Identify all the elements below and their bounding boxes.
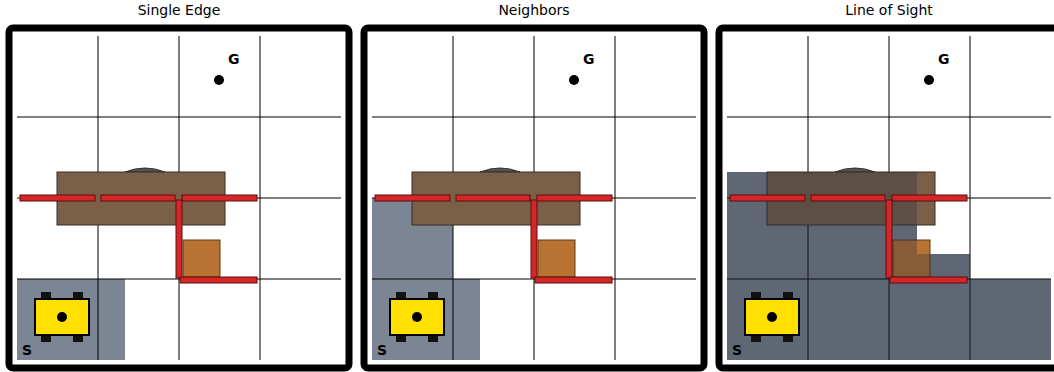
panel-line-of-sight [719, 28, 1054, 368]
position-marker: S [732, 343, 742, 357]
position-marker: G [938, 52, 950, 66]
position-marker: S [22, 343, 32, 357]
panel-single-edge [9, 28, 349, 368]
panel-neighbors [364, 28, 704, 368]
position-marker: G [583, 52, 595, 66]
position-marker: G [228, 52, 240, 66]
panel-title: Single Edge [138, 3, 221, 17]
panel-title: Line of Sight [845, 3, 933, 17]
panel-title: Neighbors [498, 3, 569, 17]
position-marker: S [377, 343, 387, 357]
